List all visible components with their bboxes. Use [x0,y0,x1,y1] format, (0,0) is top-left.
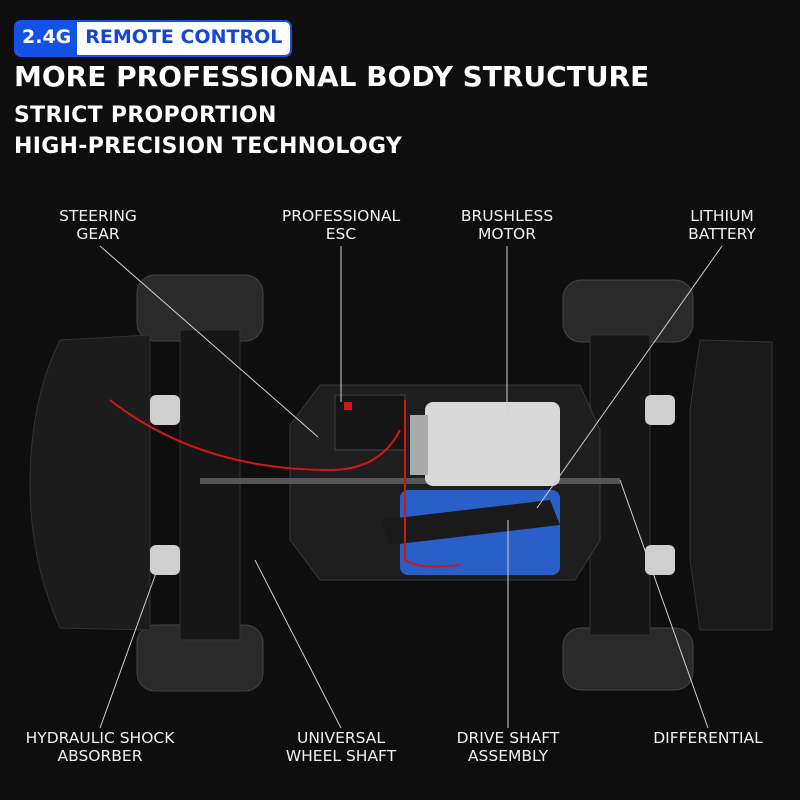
subheading-2: HIGH-PRECISION TECHNOLOGY [14,134,403,159]
remote-control-badge: 2.4G REMOTE CONTROL [14,20,293,57]
leader-lines [99,245,723,729]
badge-label: REMOTE CONTROL [85,26,283,48]
label-differential: DIFFERENTIAL [653,729,763,747]
wheels [136,274,694,692]
headline: MORE PROFESSIONAL BODY STRUCTURE [14,60,650,93]
badge-frequency: 2.4G [16,22,78,55]
subheading-1: STRICT PROPORTION [14,103,277,128]
